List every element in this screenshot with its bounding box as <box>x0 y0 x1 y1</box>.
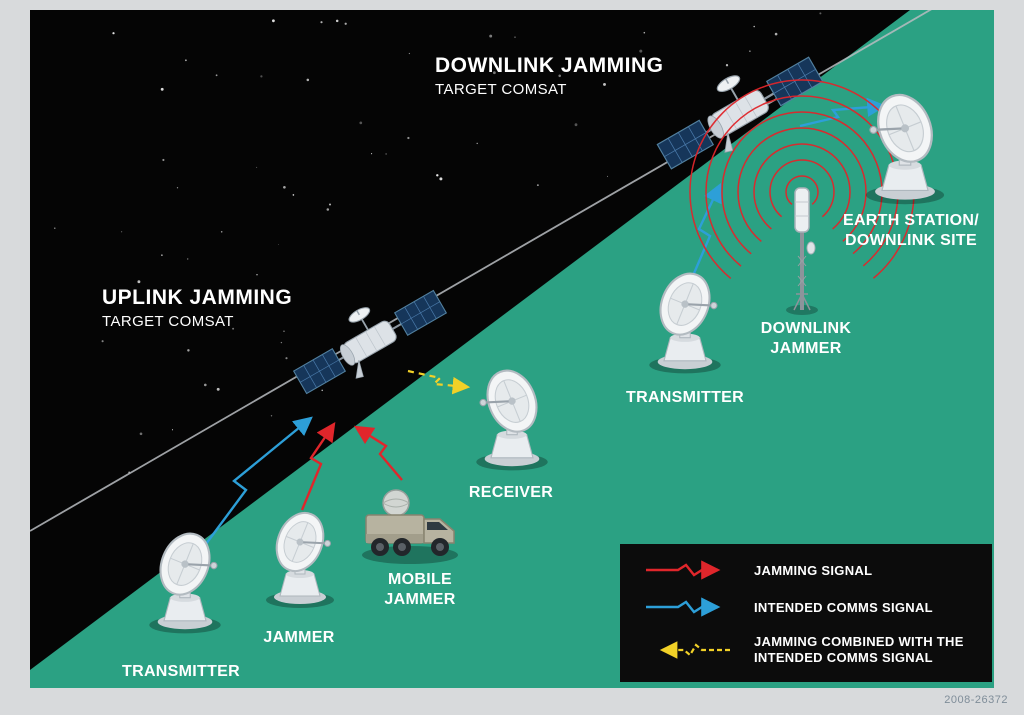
legend-row-combined: JAMMING COMBINED WITH THE INTENDED COMMS… <box>620 634 992 665</box>
legend-row-comms: INTENDED COMMS SIGNAL <box>620 597 992 617</box>
label-downlink-jammer: DOWNLINK JAMMER <box>746 319 866 359</box>
uplink-jamming-subtitle: TARGET COMSAT <box>102 313 292 330</box>
legend-label-combined: JAMMING COMBINED WITH THE INTENDED COMMS… <box>754 634 969 665</box>
jamming-signal-arrow-icon <box>642 560 742 580</box>
label-transmitter-left: TRANSMITTER <box>91 662 271 682</box>
figure-number: 2008-26372 <box>944 694 1008 706</box>
uplink-jamming-title: UPLINK JAMMING <box>102 286 292 309</box>
legend-label-jamming: JAMMING SIGNAL <box>754 563 969 579</box>
combined-signal-arrow-icon <box>642 640 742 660</box>
label-jammer: JAMMER <box>229 628 369 648</box>
downlink-jamming-title-block: DOWNLINK JAMMING TARGET COMSAT <box>435 54 663 98</box>
label-transmitter-right: TRANSMITTER <box>605 388 765 408</box>
label-mobile-jammer: MOBILE JAMMER <box>375 570 465 610</box>
intended-comms-arrow-icon <box>642 597 742 617</box>
diagram-canvas: UPLINK JAMMING TARGET COMSAT DOWNLINK JA… <box>30 10 994 688</box>
legend-row-jamming: JAMMING SIGNAL <box>620 560 992 580</box>
uplink-jamming-title-block: UPLINK JAMMING TARGET COMSAT <box>102 286 292 330</box>
downlink-jamming-title: DOWNLINK JAMMING <box>435 54 663 77</box>
label-earth-station: EARTH STATION/ DOWNLINK SITE <box>831 211 991 251</box>
legend: JAMMING SIGNAL INTENDED COMMS SIGNAL JAM… <box>620 544 992 682</box>
label-receiver: RECEIVER <box>441 483 581 503</box>
legend-label-comms: INTENDED COMMS SIGNAL <box>754 600 969 616</box>
downlink-jamming-subtitle: TARGET COMSAT <box>435 81 663 98</box>
